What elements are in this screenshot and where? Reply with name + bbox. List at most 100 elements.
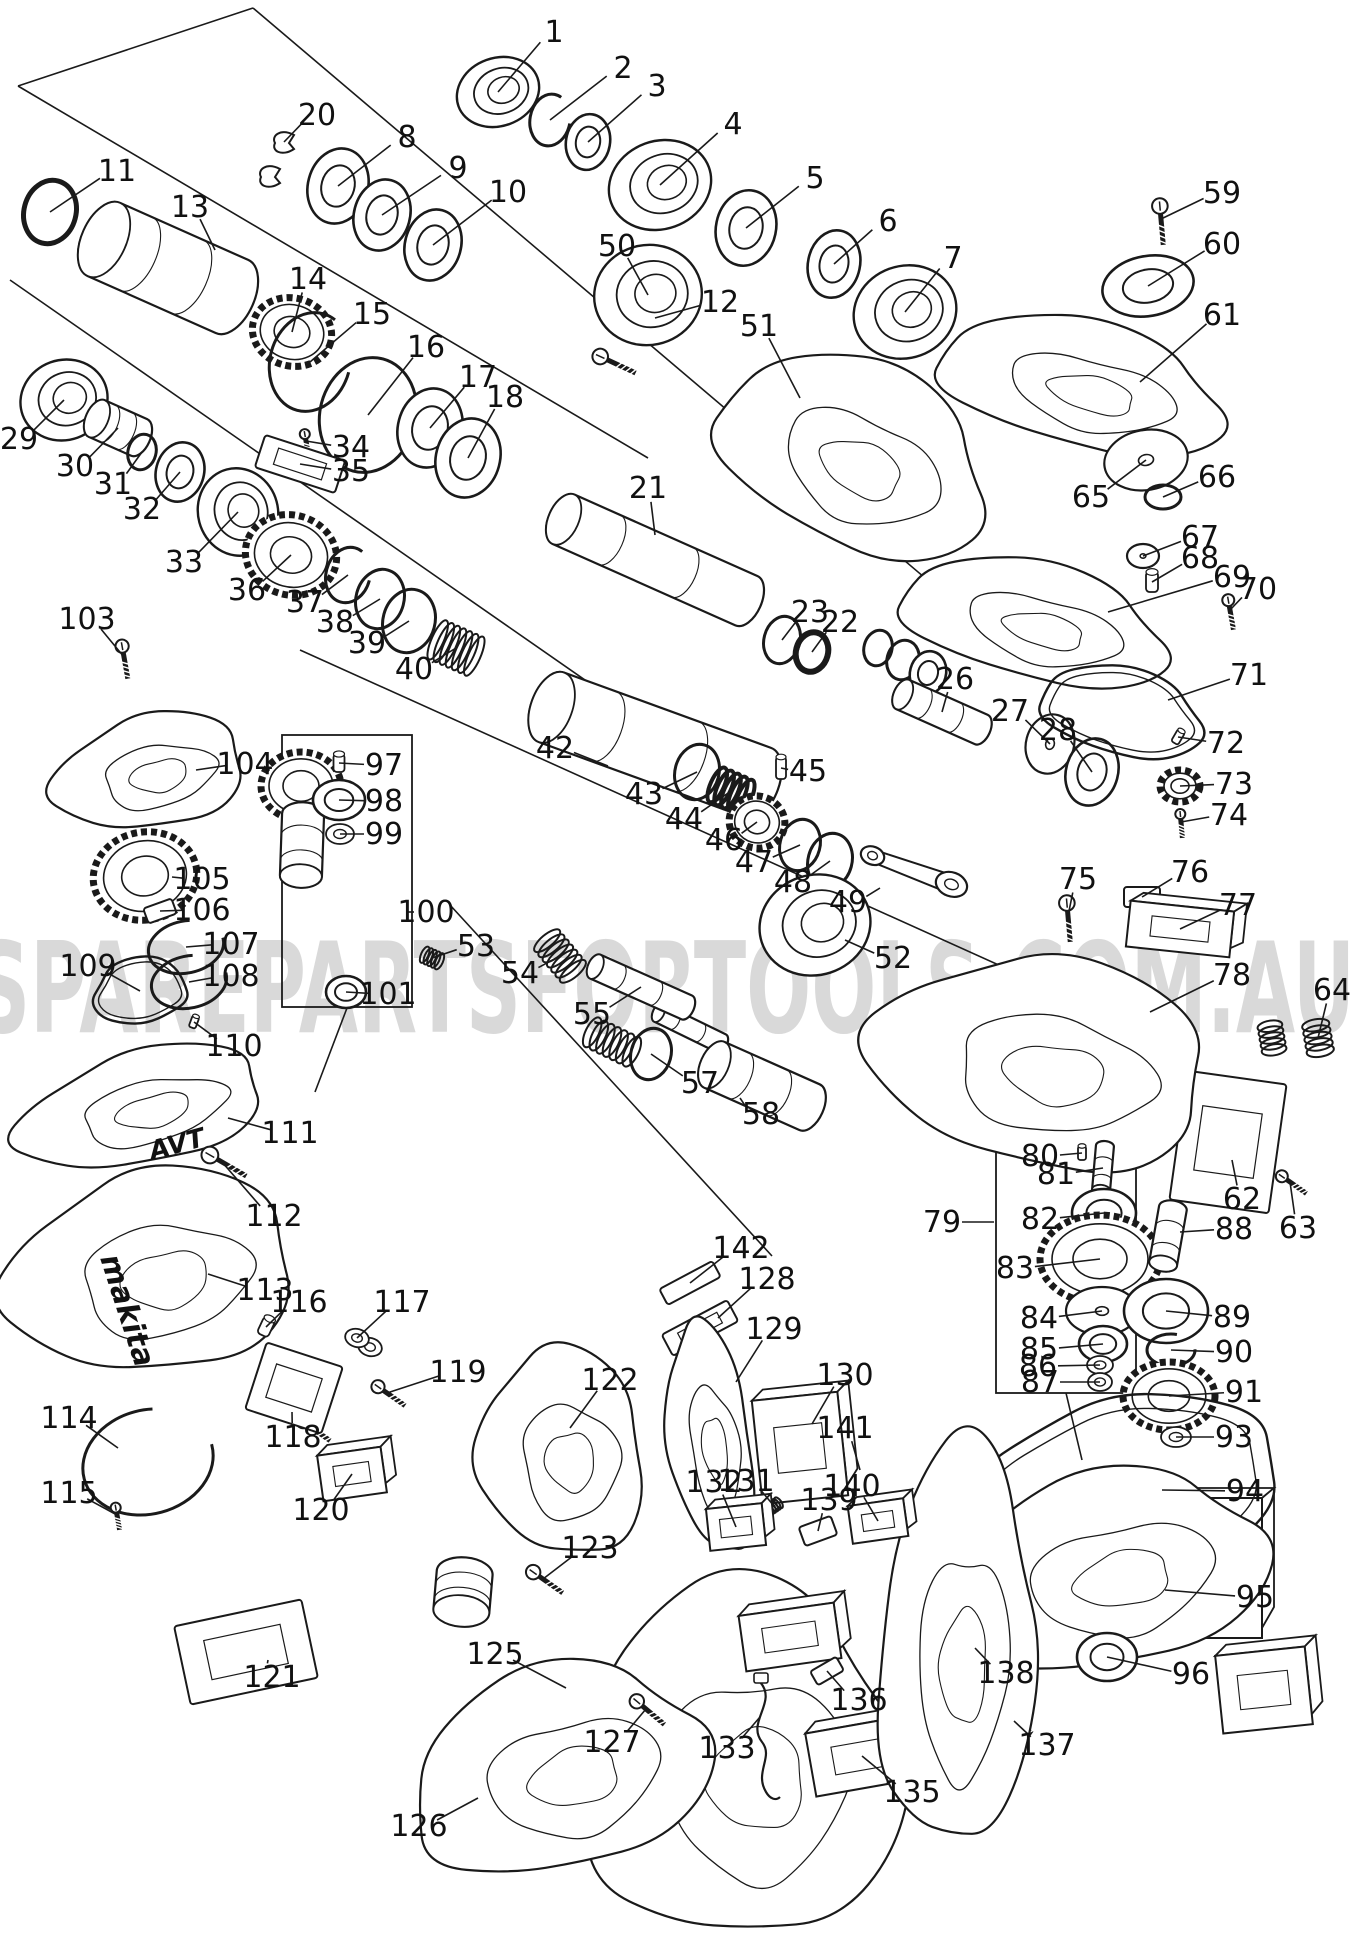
part-61-label: 61 [1203,298,1241,333]
part-121-glyph [173,1598,319,1706]
part-47-leader [772,844,801,858]
part-31-glyph [126,432,158,472]
part-57-label: 57 [681,1066,719,1101]
part-121-label: 121 [243,1660,300,1695]
part-14-leader [291,292,303,333]
part-28-label: 28 [1039,713,1077,748]
part-labels: 1234567891011121314151617182021222326272… [0,15,1350,1844]
part-11-leader [49,177,101,213]
part-118-glyph [244,1342,344,1434]
part-45-leader [780,767,789,771]
part-128-leader [717,1287,752,1319]
part-23-leader [781,621,797,641]
part-108-leader [188,977,212,983]
part-15-glyph [267,311,353,413]
part-130-label: 130 [816,1358,873,1393]
part-21-glyph [544,492,766,628]
part-74-label: 74 [1210,798,1248,833]
part-44-leader [700,790,732,813]
part-122-leader [569,1390,598,1429]
part-122-label: 122 [581,1363,638,1398]
part-73-label: 73 [1215,767,1253,802]
part-20-leader [283,123,303,143]
part-7-leader [904,267,941,313]
part-81-label: 81 [1037,1157,1075,1192]
part-4-leader [659,132,719,186]
part-12-leader [654,304,701,319]
part-82-label: 82 [1021,1202,1059,1237]
part-105-leader [171,876,183,879]
part-21-leader [650,501,656,536]
part-95-label: 95 [1236,1580,1274,1615]
part-110-label: 110 [205,1029,262,1064]
part-20-label: 20 [298,98,336,133]
part-50-leader [626,257,649,296]
part-119-glyph [370,1379,407,1408]
deco-glyph [581,1016,643,1068]
part-6-label: 6 [878,204,897,239]
part-120-leader [333,1473,353,1500]
part-78-label: 78 [1213,958,1251,993]
part-38-glyph [354,567,406,631]
part-42-label: 42 [536,731,574,766]
part-1-leader [497,41,541,93]
part-80-label: 80 [1021,1139,1059,1174]
part-88-label: 88 [1215,1212,1253,1247]
part-10-label: 10 [489,175,527,210]
part-132-label: 132 [685,1465,742,1500]
part-85-label: 85 [1020,1332,1058,1367]
part-7-label: 7 [943,241,962,276]
part-63-label: 63 [1279,1211,1317,1246]
part-glyphs [0,55,1335,1873]
part-127-label: 127 [583,1725,640,1760]
part-11-glyph [21,177,79,247]
part-115-leader [86,1498,118,1516]
part-82-leader [1059,1212,1105,1219]
part-13-label: 13 [171,190,209,225]
part-88-leader [1179,1228,1215,1233]
part-94-leader [1161,1489,1226,1492]
part-8-label: 8 [397,120,416,155]
part-35-leader [299,463,332,470]
part-114-leader [85,1424,119,1449]
part-43-glyph [673,742,721,802]
part-84-label: 84 [1020,1301,1058,1336]
part-64-leader [1317,1003,1328,1039]
part-58-leader [739,1097,746,1106]
part-119-leader [386,1375,440,1394]
part-104-glyph [45,710,242,829]
part-54-label: 54 [501,956,539,991]
part-37-label: 37 [286,585,324,620]
part-34-leader [305,440,332,446]
part-119-label: 119 [429,1355,486,1390]
part-111-glyph [7,1042,260,1169]
part-54-leader [538,955,561,969]
part-114-glyph [81,1407,215,1517]
deco-glyph [1256,1019,1288,1057]
part-107-leader [185,944,212,948]
part-125-label: 125 [466,1637,523,1672]
part-37-glyph [324,545,372,605]
part-64-label: 64 [1313,973,1350,1008]
part-10-leader [432,199,493,246]
part-66-leader [1162,481,1199,498]
part-12-label: 12 [701,285,739,320]
part-115-glyph [109,1501,123,1531]
part-105-glyph [89,828,201,924]
part-13-glyph [76,200,260,336]
part-65-leader [1107,459,1147,490]
part-96-label: 96 [1172,1657,1210,1692]
part-61-glyph [933,313,1229,459]
part-52-glyph [758,873,872,977]
part-136-leader [826,1670,845,1692]
deco-glyph [862,628,894,668]
part-68-label: 68 [1181,541,1219,576]
part-46-leader [741,821,758,834]
part-113-glyph [0,1164,290,1369]
part-90-label: 90 [1215,1335,1253,1370]
part-51-leader [768,337,801,399]
part-140-leader [863,1496,879,1522]
part-126-label: 126 [390,1809,447,1844]
part-2-label: 2 [613,51,632,86]
part-99-label: 99 [365,817,403,852]
